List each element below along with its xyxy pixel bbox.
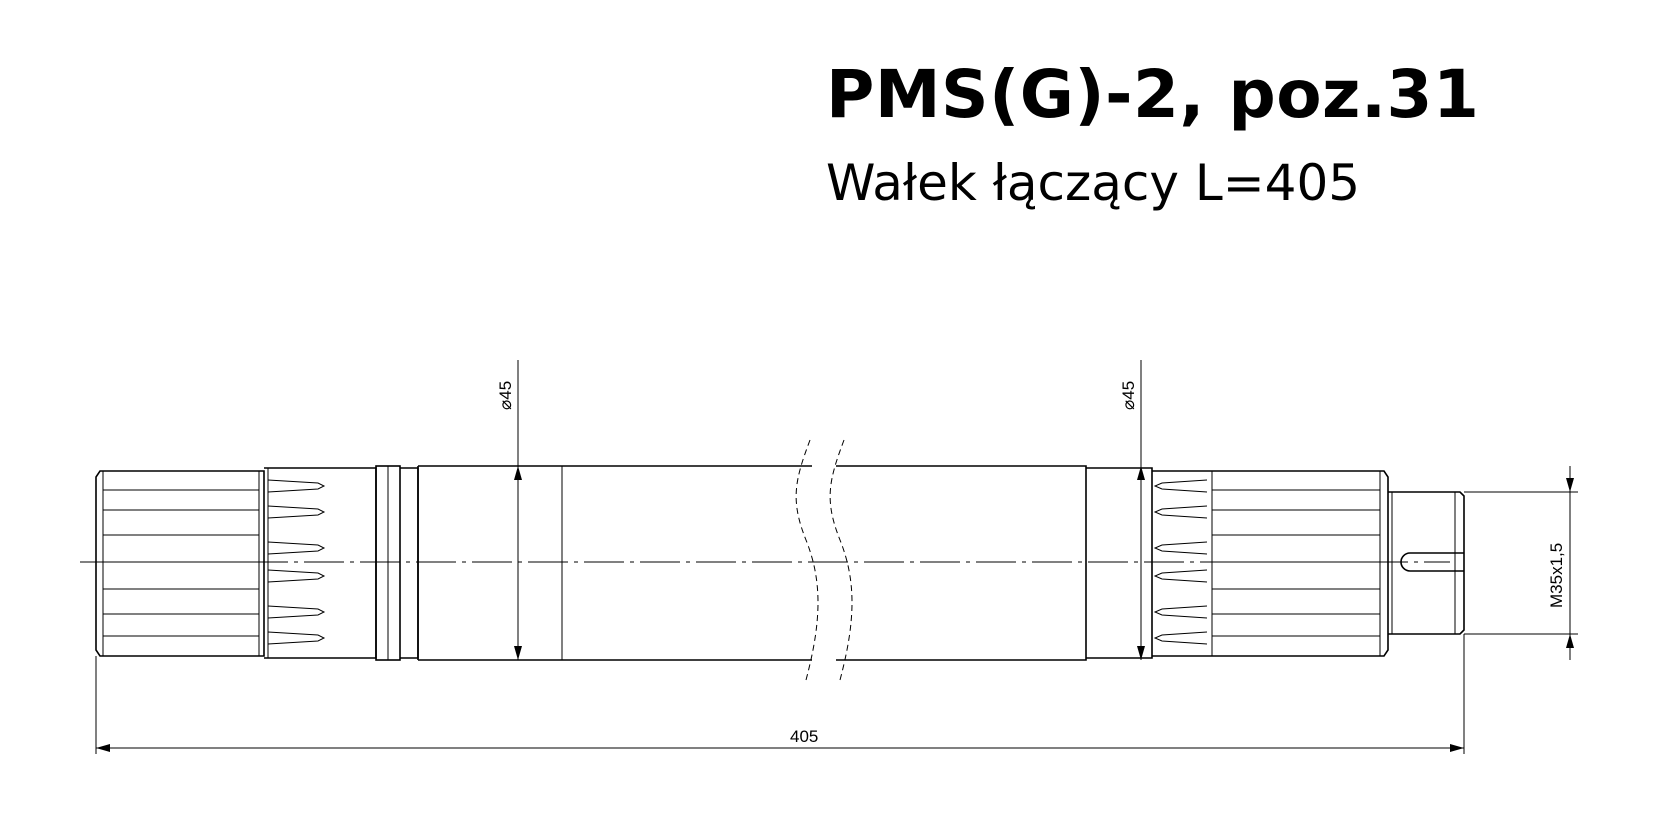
length-dimension: 405 [95,634,1465,754]
left-spline [95,470,326,657]
threaded-end [1388,491,1465,635]
spline-tooth [1153,505,1208,519]
spline-tooth [267,605,326,619]
diameter-dimension-right: ⌀45 [1119,360,1145,660]
left-collar [264,465,401,661]
diameter-dimension-left: ⌀45 [496,360,522,660]
spline-tooth [1153,569,1208,583]
thread-label: M35x1,5 [1547,543,1566,608]
break-lines [795,439,853,681]
spline-tooth [1153,479,1208,493]
spline-tooth [267,541,326,555]
spline-tooth [267,505,326,519]
drawing-title: PMS(G)-2, poz.31 [826,56,1480,133]
spline-tooth [267,631,326,645]
right-spline [1086,467,1389,659]
length-label: 405 [790,727,818,746]
spline-tooth [267,479,326,493]
spline-tooth [267,569,326,583]
shaft-body [400,465,1087,661]
spline-tooth [1153,541,1208,555]
diameter-label-left: ⌀45 [496,381,515,410]
spline-tooth [1153,631,1208,645]
drawing-subtitle: Wałek łączący L=405 [826,154,1361,212]
thread-dimension: M35x1,5 [1464,466,1578,660]
diameter-label-right: ⌀45 [1119,381,1138,410]
spline-tooth [1153,605,1208,619]
